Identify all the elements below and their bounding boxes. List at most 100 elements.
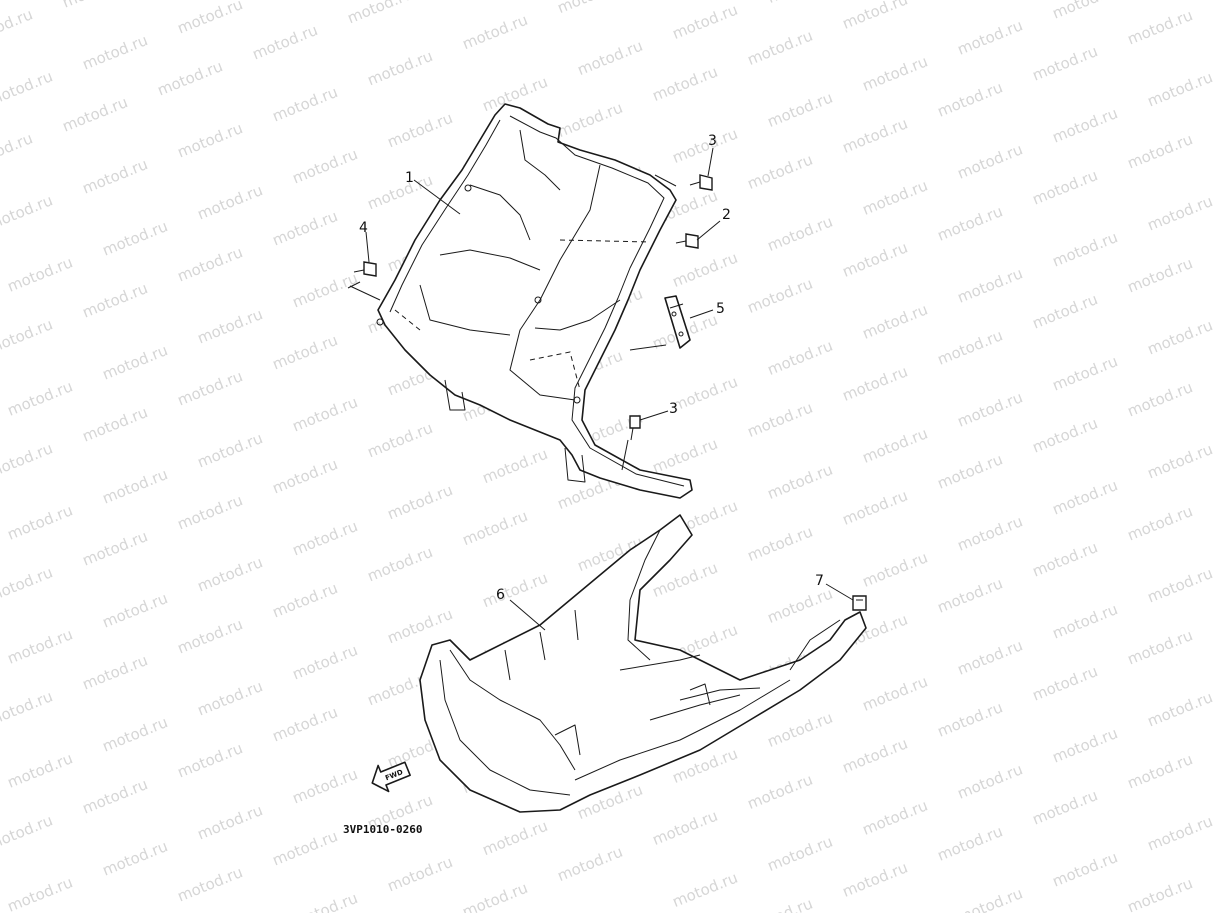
watermark-text: motod.ru	[195, 677, 266, 719]
watermark-text: motod.ru	[100, 341, 171, 383]
watermark-text: motod.ru	[935, 698, 1006, 740]
screw-icon	[353, 261, 377, 277]
watermark-text: motod.ru	[1050, 0, 1121, 23]
watermark-text: motod.ru	[955, 636, 1026, 678]
watermark-text: motod.ru	[1145, 440, 1216, 482]
watermark-text: motod.ru	[1050, 600, 1121, 642]
watermark-text: motod.ru	[175, 0, 246, 38]
watermark-text: motod.ru	[955, 512, 1026, 554]
watermark-text: motod.ru	[555, 99, 626, 141]
watermark-text: motod.ru	[195, 305, 266, 347]
watermark-text: motod.ru	[80, 651, 151, 693]
bracket-icon	[664, 295, 691, 349]
watermark-text: motod.ru	[840, 362, 911, 404]
watermark-text: motod.ru	[745, 522, 816, 564]
watermark-text: motod.ru	[1050, 848, 1121, 890]
watermark-text: motod.ru	[365, 543, 436, 585]
watermark-text: motod.ru	[670, 373, 741, 415]
watermark-text: motod.ru	[1050, 724, 1121, 766]
watermark-text: motod.ru	[1030, 662, 1101, 704]
watermark-text: motod.ru	[670, 125, 741, 167]
watermark-text: motod.ru	[5, 501, 76, 543]
watermark-text: motod.ru	[575, 37, 646, 79]
screw-icon	[629, 415, 641, 441]
callout-3: 3	[669, 401, 678, 417]
leader-lines	[347, 147, 854, 631]
watermark-text: motod.ru	[765, 0, 836, 7]
watermark-text: motod.ru	[555, 843, 626, 885]
watermark-text: motod.ru	[1125, 130, 1196, 172]
watermark-text: motod.ru	[5, 873, 76, 913]
watermark-text: motod.ru	[840, 114, 911, 156]
watermark-text: motod.ru	[555, 0, 626, 17]
watermark-text: motod.ru	[175, 243, 246, 285]
watermark-text: motod.ru	[175, 491, 246, 533]
watermark-text: motod.ru	[0, 315, 55, 357]
watermark-text: motod.ru	[840, 734, 911, 776]
watermark-text: motod.ru	[5, 253, 76, 295]
watermark-text: motod.ru	[670, 249, 741, 291]
callout-3: 3	[708, 133, 717, 149]
watermark-text: motod.ru	[1125, 254, 1196, 296]
watermark-text: motod.ru	[100, 217, 171, 259]
watermark-text: motod.ru	[175, 615, 246, 657]
watermark-text: motod.ru	[1050, 228, 1121, 270]
watermark-text: motod.ru	[270, 455, 341, 497]
watermark-text: motod.ru	[935, 822, 1006, 864]
watermark-text: motod.ru	[270, 83, 341, 125]
watermark-text: motod.ru	[80, 31, 151, 73]
watermark-text: motod.ru	[100, 589, 171, 631]
watermark-text: motod.ru	[80, 279, 151, 321]
watermark-text: motod.ru	[1145, 688, 1216, 730]
watermark-text: motod.ru	[670, 869, 741, 911]
callout-6: 6	[496, 587, 505, 603]
watermark-text: motod.ru	[1145, 812, 1216, 854]
watermark-text: motod.ru	[1030, 414, 1101, 456]
watermark-text: motod.ru	[745, 26, 816, 68]
watermark-text: motod.ru	[80, 775, 151, 817]
watermark-text: motod.ru	[365, 47, 436, 89]
watermark-text: motod.ru	[955, 760, 1026, 802]
callout-2: 2	[722, 207, 731, 223]
watermark-text: motod.ru	[0, 67, 55, 109]
callout-1: 1	[405, 170, 414, 186]
watermark-text: motod.ru	[0, 439, 55, 481]
watermark-text: motod.ru	[5, 625, 76, 667]
watermark-text: motod.ru	[650, 435, 721, 477]
watermark-text: motod.ru	[1030, 538, 1101, 580]
watermark-text: motod.ru	[650, 63, 721, 105]
watermark-text: motod.ru	[5, 749, 76, 791]
watermark-text: motod.ru	[290, 889, 361, 913]
watermark-text: motod.ru	[290, 641, 361, 683]
watermark-text: motod.ru	[1145, 316, 1216, 358]
watermark-text: motod.ru	[250, 21, 321, 63]
watermark-text: motod.ru	[0, 129, 35, 171]
watermark-text: motod.ru	[935, 326, 1006, 368]
watermark-text: motod.ru	[840, 238, 911, 280]
watermark-text: motod.ru	[765, 584, 836, 626]
watermark-text: motod.ru	[270, 827, 341, 869]
callout-5: 5	[716, 301, 725, 317]
watermark-text: motod.ru	[860, 176, 931, 218]
watermark-text: motod.ru	[860, 52, 931, 94]
watermark-text: motod.ru	[0, 811, 55, 853]
watermark-text: motod.ru	[955, 388, 1026, 430]
watermark-text: motod.ru	[840, 486, 911, 528]
watermark-text: motod.ru	[290, 765, 361, 807]
watermark-text: motod.ru	[745, 398, 816, 440]
leg-shield-panel-icon	[376, 103, 693, 499]
watermark-text: motod.ru	[290, 393, 361, 435]
callout-7: 7	[815, 573, 824, 589]
watermark-text: motod.ru	[385, 853, 456, 895]
watermark-text: motod.ru	[290, 517, 361, 559]
watermark-text: motod.ru	[955, 16, 1026, 58]
watermark-text: motod.ru	[935, 78, 1006, 120]
watermark-text: motod.ru	[1030, 42, 1101, 84]
watermark-text: motod.ru	[175, 119, 246, 161]
watermark-text: motod.ru	[1145, 564, 1216, 606]
watermark-text: motod.ru	[80, 403, 151, 445]
watermark-text: motod.ru	[1125, 502, 1196, 544]
watermark-text: motod.ru	[0, 5, 35, 47]
watermark-text: motod.ru	[1050, 352, 1121, 394]
watermark-text: motod.ru	[60, 93, 131, 135]
